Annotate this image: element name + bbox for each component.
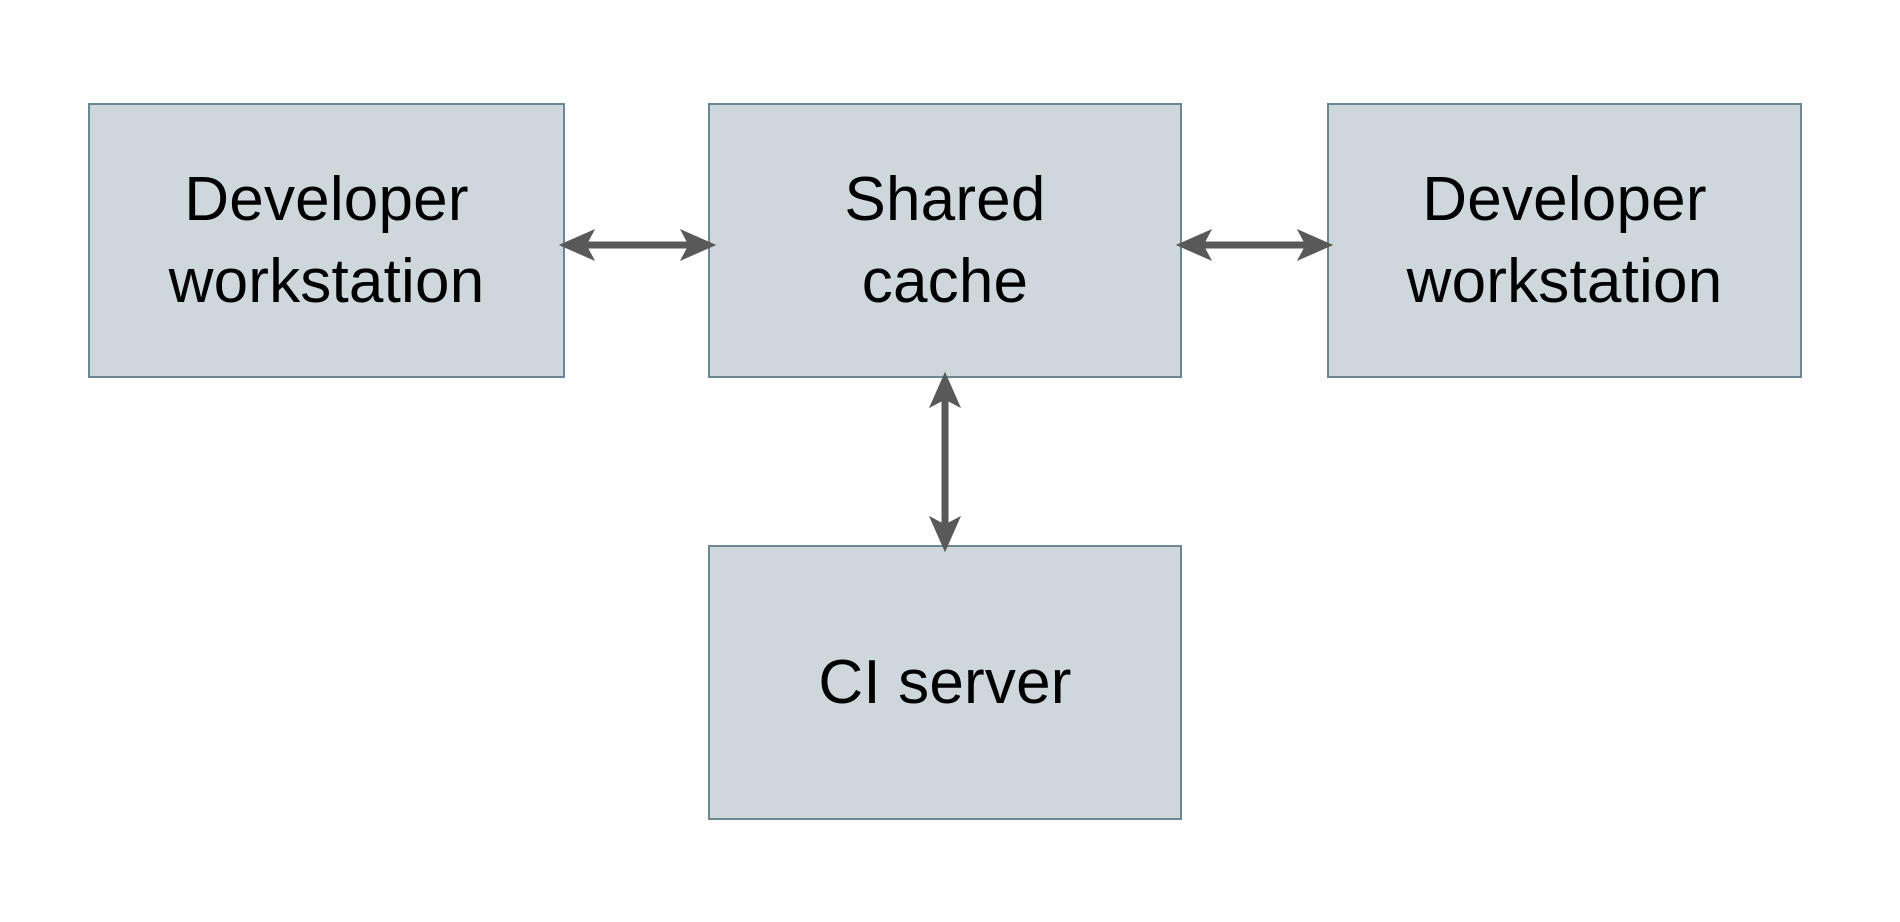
node-shared-cache[interactable]: Shared cache	[708, 103, 1182, 378]
edge-developer-left-to-shared-cache	[558, 228, 717, 262]
node-label: Developer workstation	[1406, 164, 1723, 316]
arrowhead-right-icon	[679, 228, 717, 262]
node-developer-workstation-right[interactable]: Developer workstation	[1327, 103, 1802, 378]
node-label: Developer workstation	[168, 164, 485, 316]
arrowhead-right-icon	[1296, 228, 1334, 262]
edge-shared-cache-to-developer-right	[1175, 228, 1334, 262]
arrowhead-left-icon	[558, 228, 596, 262]
node-ci-server[interactable]: CI server	[708, 545, 1182, 820]
node-label: CI server	[818, 647, 1072, 717]
arrowhead-down-icon	[928, 515, 962, 553]
node-developer-workstation-left[interactable]: Developer workstation	[88, 103, 565, 378]
edge-shared-cache-to-ci-server	[928, 371, 962, 553]
arrowhead-left-icon	[1175, 228, 1213, 262]
node-label: Shared cache	[844, 164, 1046, 316]
arrowhead-up-icon	[928, 371, 962, 409]
